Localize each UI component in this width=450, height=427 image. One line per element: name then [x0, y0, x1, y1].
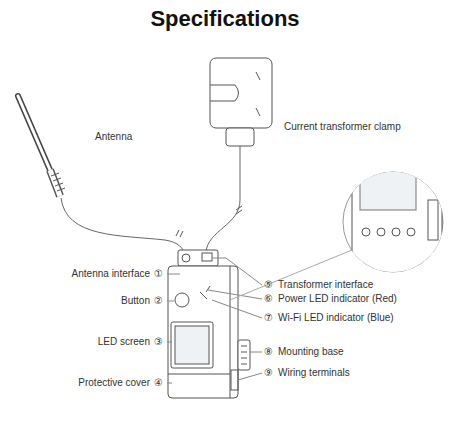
antenna-rod-highlight	[18, 96, 50, 170]
callout-number: ②	[154, 295, 163, 307]
part-label: Button	[121, 295, 150, 307]
part-label: Mounting base	[278, 346, 344, 358]
part-label: Wi-Fi LED indicator (Blue)	[278, 312, 394, 324]
button	[175, 293, 189, 307]
transformer-port	[202, 253, 212, 261]
inset-device	[352, 160, 442, 280]
leader-lines-left	[167, 274, 180, 383]
led-screen	[175, 326, 209, 364]
antenna-base	[50, 170, 60, 196]
inset-button	[392, 228, 400, 236]
clamp-cable	[206, 146, 240, 252]
part-label: Transformer interface	[278, 279, 373, 291]
inset-button	[377, 228, 385, 236]
callout-number: ⑦	[264, 312, 273, 324]
wiring-terminal-block	[231, 370, 238, 390]
antenna-base-inner	[50, 170, 60, 196]
clamp-hinge	[256, 72, 260, 116]
callout-number: ⑧	[264, 346, 273, 358]
antenna-cable	[61, 198, 185, 256]
part-label: Protective cover	[78, 377, 150, 389]
callout-number: ⑨	[264, 367, 273, 379]
mounting-clip	[238, 340, 250, 370]
page-title: Specifications	[0, 6, 450, 32]
inset-screen	[360, 170, 416, 210]
callout-number: ⑤	[264, 279, 273, 291]
callout-number: ④	[154, 377, 163, 389]
callout-number: ①	[154, 268, 163, 280]
inset-clip	[428, 200, 438, 240]
antenna-port	[182, 254, 190, 262]
clamp-opening	[210, 85, 239, 101]
protective-cover-edge	[168, 374, 230, 375]
part-label: Wiring terminals	[278, 367, 350, 379]
part-label: Current transformer clamp	[284, 121, 401, 133]
callout-number: ⑥	[264, 293, 273, 305]
antenna-threads	[51, 173, 65, 191]
callout-number: ③	[154, 336, 163, 348]
led-screen-frame	[171, 322, 213, 368]
led-indicators	[200, 286, 210, 299]
device-body	[168, 266, 238, 398]
part-label: Antenna	[95, 131, 132, 143]
cable-break	[176, 230, 183, 237]
antenna-rod	[18, 96, 50, 170]
device-side-edge	[230, 266, 231, 398]
inset-leader	[230, 250, 352, 300]
part-label: Power LED indicator (Red)	[278, 293, 397, 305]
clip-notches	[241, 346, 247, 364]
clamp-body	[210, 58, 272, 128]
inset-button	[362, 228, 370, 236]
part-label: LED screen	[98, 336, 150, 348]
leader-lines-right	[208, 258, 262, 380]
inset-button	[407, 228, 415, 236]
clamp-lower	[226, 128, 254, 146]
cable-break	[236, 206, 242, 214]
part-label: Antenna interface	[72, 268, 150, 280]
